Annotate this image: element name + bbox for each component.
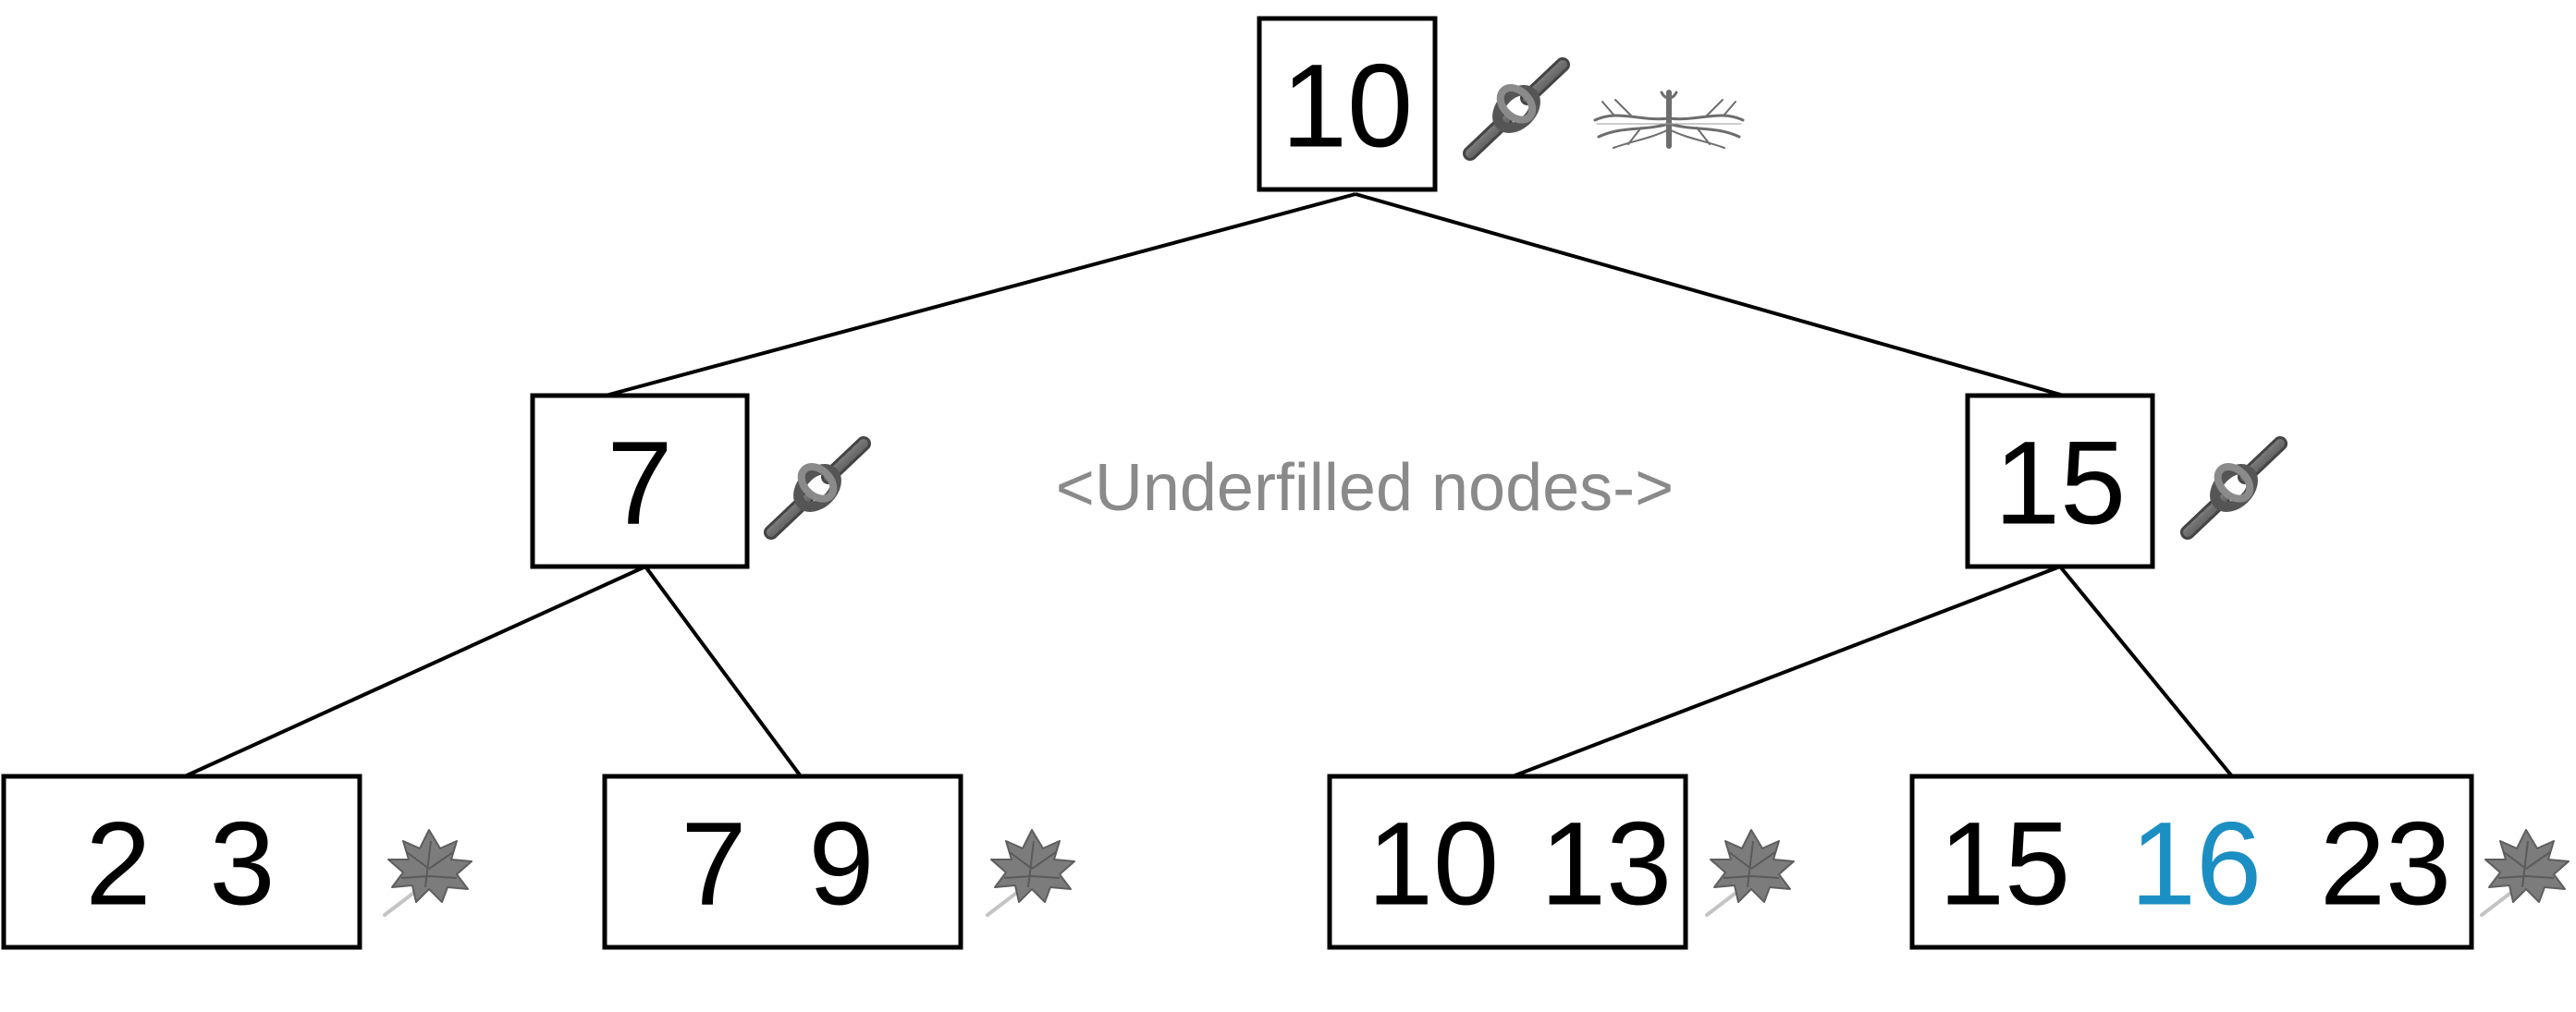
leaf-icon [986,828,1076,917]
internal-node-box [1965,393,2155,569]
leaf-node: 10 13 [1327,774,1796,950]
node-key: 23 [2320,799,2451,931]
node-key: 10 [1368,799,1499,931]
leaf-node-box [602,774,963,950]
leaf-node: 15 16 23 [1909,774,2570,950]
internal-node: 7 [530,393,864,569]
internal-node-box [530,393,750,569]
tree-edge [644,565,803,778]
roots-icon [1595,92,1743,148]
tree-edge [184,565,646,778]
knot-icon [2188,444,2280,532]
tree-edge [2058,565,2234,778]
tree-edge [1355,192,2065,397]
leaf-icon [2480,828,2570,917]
leaf-node-box [1327,774,1688,950]
node-key: 3 [209,799,275,931]
internal-node: 15 [1965,393,2280,569]
node-key: 7 [681,799,746,931]
leaf-node-box [1,774,362,950]
node-key: 2 [85,799,151,931]
tree-edge [1512,565,2061,778]
node-key: 13 [1540,799,1672,931]
node-key: 9 [808,799,874,931]
knot-icon [1470,65,1563,153]
leaf-icon [383,828,473,917]
tree-edge [605,192,1356,397]
node-key: 15 [1994,418,2126,550]
leaf-icon [1705,828,1796,917]
leaf-node-box [1909,774,2474,950]
tree-edges [184,192,2234,778]
node-key: 7 [607,418,672,550]
node-key: 15 [1939,799,2070,931]
root-node: 10 [1257,16,1743,192]
knot-icon [771,444,864,532]
node-key-highlighted: 16 [2130,799,2262,931]
root-node-box [1257,16,1438,192]
node-key: 10 [1282,41,1413,173]
underfilled-nodes-annotation: <Underfilled nodes-> [1056,451,1674,525]
